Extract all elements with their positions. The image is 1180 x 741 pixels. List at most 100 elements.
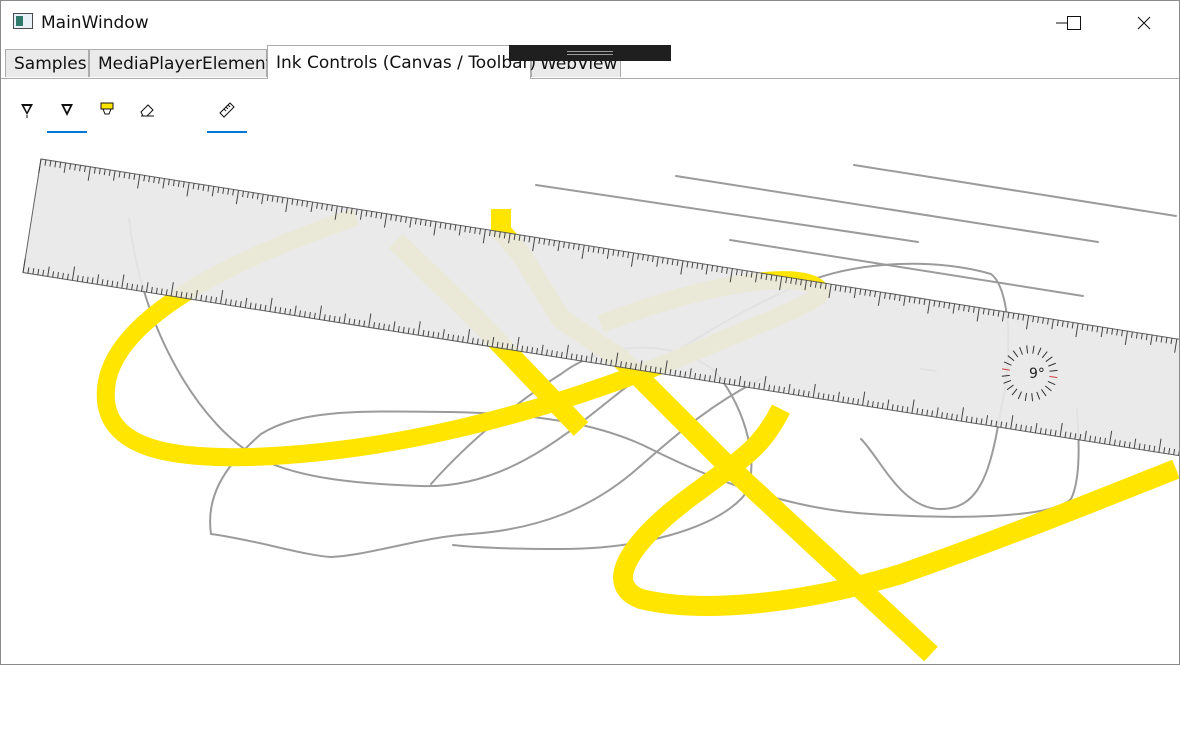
ruler-tick	[536, 347, 539, 355]
ruler-tick	[355, 208, 358, 216]
ruler-tick	[1111, 328, 1114, 335]
tab-ink-controls[interactable]: Ink Controls (Canvas / Toolbar)	[267, 45, 536, 79]
ruler-tick	[69, 163, 72, 170]
maximize-button[interactable]	[1051, 1, 1097, 45]
ruler-tick	[359, 209, 363, 220]
tab-mediaplayerelement[interactable]: MediaPlayerElement	[89, 49, 272, 77]
ruler-tick	[365, 210, 368, 217]
ink-canvas[interactable]: 9°	[1, 79, 1179, 664]
ruler-tick	[1075, 323, 1079, 338]
pencil-button[interactable]	[47, 87, 87, 133]
ruler-tick	[98, 168, 101, 175]
ruler-tick	[832, 394, 835, 401]
ruler-tick	[911, 399, 915, 414]
pencil-stroke	[853, 164, 1177, 217]
ruler-tick	[239, 300, 242, 308]
ruler-tick	[1061, 320, 1064, 327]
ruler-tick	[837, 391, 840, 402]
angle-dial-tick	[1041, 351, 1048, 359]
ruler-tick	[990, 419, 993, 426]
ruler-tick	[323, 314, 326, 321]
ruler-tick	[1163, 447, 1166, 454]
ruler-tick	[649, 365, 652, 372]
ruler-tick	[153, 176, 156, 183]
ruler-tick	[518, 234, 521, 241]
ruler-tick	[906, 406, 909, 413]
highlighter-stroke	[613, 404, 1179, 616]
ruler-tick	[553, 240, 556, 247]
ruler-tick	[1005, 422, 1008, 429]
ruler-tick	[528, 236, 531, 243]
ruler-tick	[718, 376, 721, 383]
ruler-tick	[242, 190, 244, 198]
ruler-tick	[447, 333, 450, 340]
ruler-tick	[581, 244, 585, 259]
ruler-tick	[493, 230, 496, 237]
ruler-tick	[684, 371, 687, 378]
ruler-tick	[644, 365, 647, 372]
ruler-tick	[281, 197, 284, 204]
ruler-tick	[560, 351, 563, 358]
ruler-tick	[765, 273, 768, 280]
ruler-tick	[852, 397, 855, 405]
ruler-tick	[1170, 338, 1173, 345]
ruler-tick	[111, 280, 114, 287]
ruler-tick	[921, 408, 924, 416]
close-button[interactable]	[1121, 1, 1167, 45]
ruler-tick	[853, 287, 857, 299]
eraser-button[interactable]	[127, 87, 167, 133]
ruler-tick	[671, 259, 674, 266]
angle-dial-tick	[1012, 350, 1019, 358]
ruler-tick	[116, 281, 119, 288]
ruler-tick	[602, 248, 605, 255]
ruler-tick	[1123, 441, 1126, 448]
title-bar[interactable]: MainWindow	[1, 1, 1179, 45]
ruler-tick	[207, 185, 210, 192]
pencil-stroke	[210, 378, 762, 559]
ruler-tick	[1069, 432, 1072, 439]
ruler-tick	[131, 283, 134, 290]
ruler-tick	[958, 304, 961, 311]
ruler-tick	[787, 383, 791, 394]
ruler-tick	[160, 288, 163, 295]
drag-handle[interactable]	[509, 45, 671, 61]
tab-samples[interactable]: Samples	[5, 49, 89, 77]
ruler-tick	[126, 283, 129, 290]
ruler-tick	[532, 237, 536, 252]
minimize-button[interactable]	[1039, 1, 1085, 45]
ruler-tick	[1042, 317, 1044, 324]
ballpoint-pen-button[interactable]	[7, 87, 47, 133]
ruler-tick	[407, 327, 410, 334]
ruler-tick	[195, 290, 198, 301]
ruler-tick	[47, 266, 50, 277]
ruler-tick	[476, 338, 479, 345]
ruler-tick	[1034, 422, 1038, 434]
ruler-tick	[442, 329, 445, 340]
ruler-tick	[96, 274, 100, 285]
ruler-tick	[449, 223, 452, 230]
ruler-tick	[770, 274, 773, 281]
ruler-button[interactable]	[207, 87, 247, 133]
ruler-tick	[486, 340, 489, 347]
ruler-tick	[629, 362, 632, 369]
ruler-tick	[995, 420, 998, 427]
angle-dial-tick	[1011, 388, 1018, 396]
ruler-tick	[901, 405, 904, 412]
ruler-tick	[375, 212, 378, 219]
ruler-tick	[726, 267, 728, 274]
ruler-tick	[84, 165, 86, 173]
ruler-tick	[466, 329, 471, 344]
angle-dial-tick	[1044, 385, 1052, 392]
ruler-tick	[310, 201, 314, 212]
ruler-tick	[304, 311, 306, 318]
ruler-tick	[414, 218, 417, 225]
ink-canvas-area[interactable]: 9°	[1, 78, 1179, 664]
ruler-tick	[276, 196, 279, 203]
ruler-tick	[526, 346, 529, 353]
ruler-tick	[38, 158, 42, 173]
highlighter-button[interactable]	[87, 87, 127, 133]
ruler-tick	[775, 275, 778, 282]
angle-dial-tick	[1017, 391, 1022, 400]
ruler-tick	[1099, 437, 1102, 444]
ruler-tick	[605, 358, 608, 365]
